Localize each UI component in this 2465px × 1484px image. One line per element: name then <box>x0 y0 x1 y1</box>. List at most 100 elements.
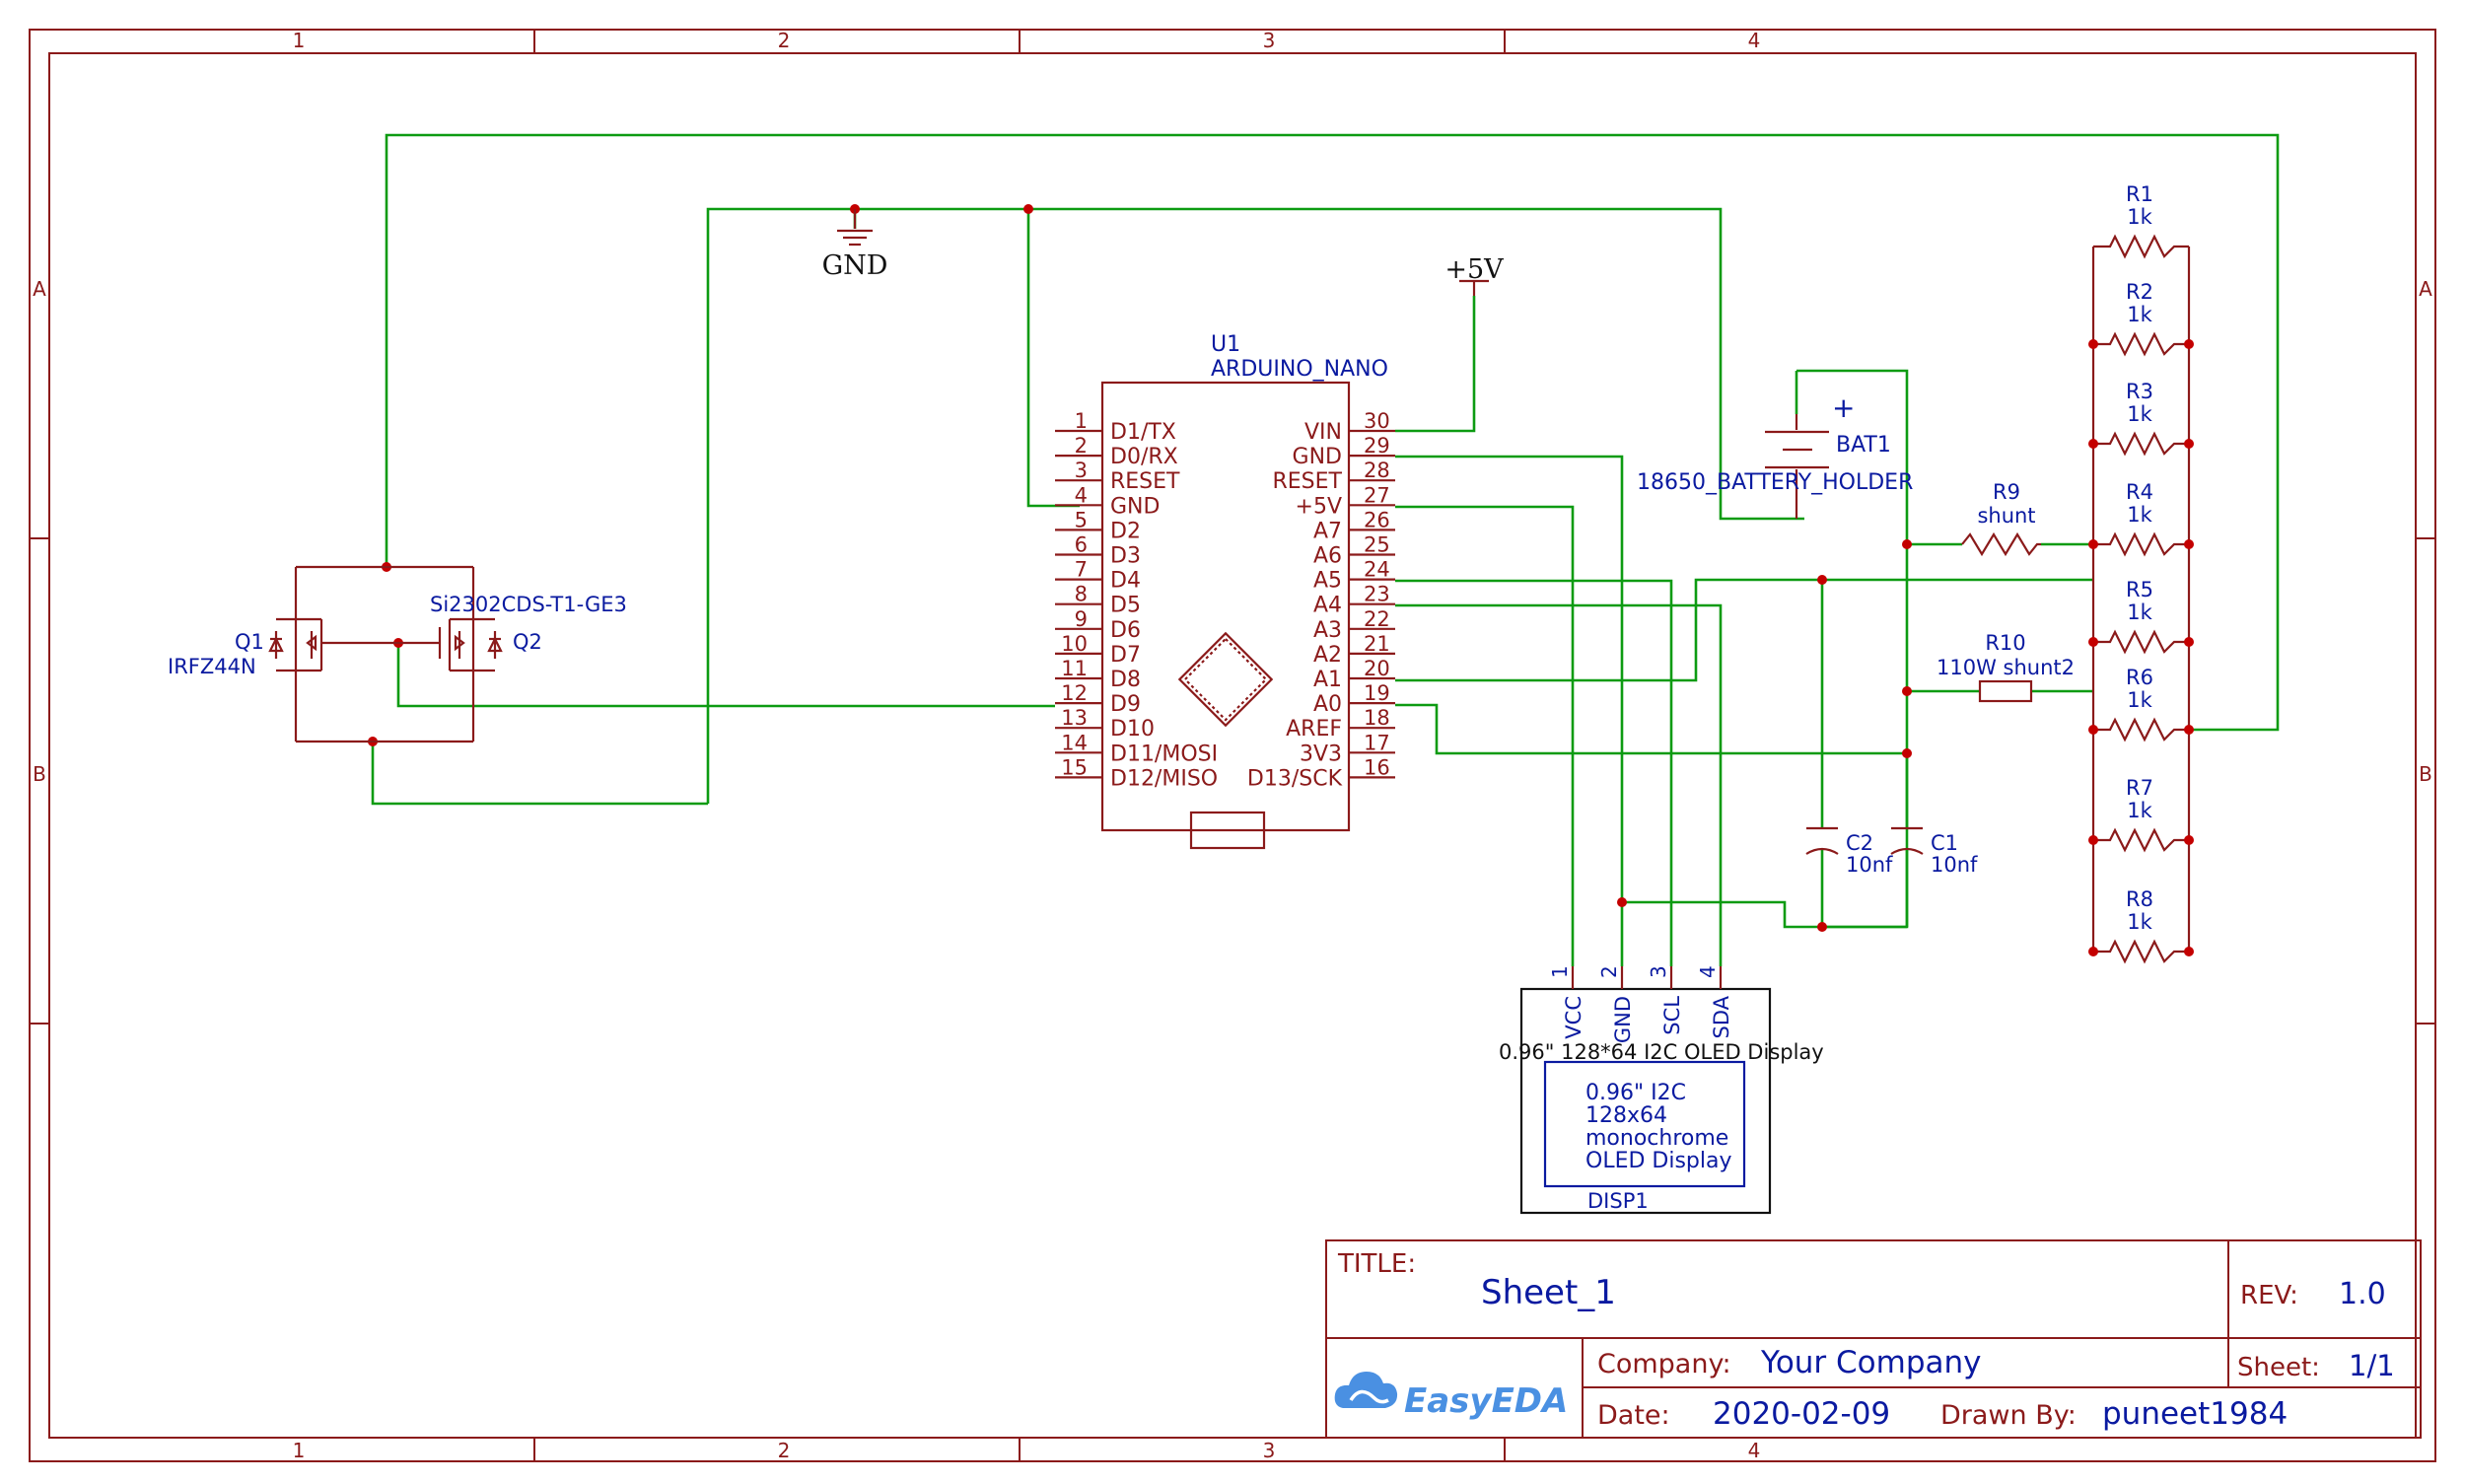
u1-name: ARDUINO_NANO <box>1211 357 1388 382</box>
arduino-pin-name: +5V <box>1296 494 1342 519</box>
drawn-by-label: Drawn By: <box>1940 1400 2077 1431</box>
arduino-pin-name: AREF <box>1286 717 1342 742</box>
easyeda-logo: EasyEDA <box>1334 1372 1568 1421</box>
resistor-ref: R1 <box>2126 182 2153 206</box>
frame-col-label: 4 <box>1748 1439 1761 1462</box>
c2-value: 10nf <box>1846 853 1893 877</box>
c1-ref: C1 <box>1931 831 1958 855</box>
arduino-pin-number: 8 <box>1075 583 1088 606</box>
resistor-value: 1k <box>2127 205 2152 229</box>
arduino-pin-number: 22 <box>1364 607 1390 631</box>
display-screen-line: 0.96" I2C <box>1585 1081 1686 1105</box>
resistor-value: 1k <box>2127 303 2152 326</box>
arduino-pin-number: 10 <box>1061 632 1088 656</box>
q2-part: Si2302CDS-T1-GE3 <box>430 593 627 616</box>
display-pin-number: 1 <box>1548 965 1572 978</box>
resistor-ref: R3 <box>2126 380 2153 403</box>
arduino-pin-name: D9 <box>1110 692 1141 717</box>
arduino-pin-number: 14 <box>1061 731 1088 754</box>
junction-dot <box>2088 439 2098 449</box>
display-pin-name: GND <box>1611 996 1635 1043</box>
resistor-r8 <box>2093 939 2189 964</box>
arduino-pin-number: 16 <box>1364 755 1390 779</box>
battery-ref: BAT1 <box>1836 433 1891 458</box>
resistor-r4 <box>2093 531 2189 557</box>
arduino-pin-number: 6 <box>1075 533 1088 557</box>
drawn-by-value: puneet1984 <box>2102 1396 2288 1432</box>
junction-dot <box>2088 637 2098 647</box>
arduino-pin-name: D5 <box>1110 594 1141 618</box>
frame-row-label: A <box>2419 277 2432 301</box>
resistor-value: 1k <box>2127 688 2152 712</box>
arduino-pin-name: A3 <box>1313 618 1342 643</box>
arduino-pin-number: 20 <box>1364 657 1390 680</box>
junction-dot <box>2184 835 2194 845</box>
arduino-pin-name: D8 <box>1110 668 1141 692</box>
frame-row-label: B <box>33 762 46 786</box>
c1-value: 10nf <box>1931 853 1978 877</box>
arduino-pin-name: D4 <box>1110 569 1141 594</box>
frame-row-label: A <box>33 277 46 301</box>
title-block: TITLE: Sheet_1 REV: 1.0 Company: Your Co… <box>1325 1239 2422 1439</box>
junction-dot <box>2088 539 2098 549</box>
arduino-pin-name: GND <box>1110 494 1160 519</box>
junction-dot <box>2088 339 2098 349</box>
mosfet-q1: Q1 IRFZ44N <box>168 565 475 743</box>
arduino-pin-name: A6 <box>1313 544 1342 569</box>
resistor-r2 <box>2093 331 2189 357</box>
display-pin-name: SDA <box>1710 995 1733 1038</box>
display-pin-name: SCL <box>1660 996 1684 1035</box>
resistor-ref: R4 <box>2126 480 2153 504</box>
rev-label: REV: <box>2240 1281 2298 1310</box>
arduino-pin-name: VIN <box>1304 420 1342 445</box>
u1-ref: U1 <box>1211 332 1240 357</box>
arduino-pin-number: 21 <box>1364 632 1390 656</box>
oled-display: 0.96" 128*64 I2C OLED Display DISP1 0.96… <box>1499 965 1824 1215</box>
resistor-ref: R7 <box>2126 776 2153 800</box>
company-label: Company: <box>1597 1349 1731 1379</box>
arduino-pin-number: 18 <box>1364 706 1390 730</box>
arduino-pin-number: 30 <box>1364 409 1390 433</box>
r10-ref: R10 <box>1985 631 2025 655</box>
arduino-pin-number: 23 <box>1364 583 1390 606</box>
arduino-pin-number: 1 <box>1075 409 1088 433</box>
arduino-pin-number: 3 <box>1075 459 1088 482</box>
junction-dot <box>2088 947 2098 956</box>
junction-dot <box>2184 439 2194 449</box>
junction-dot <box>2184 339 2194 349</box>
display-ref: DISP1 <box>1587 1189 1649 1213</box>
arduino-pin-name: A0 <box>1313 692 1342 717</box>
r9-ref: R9 <box>1993 480 2020 504</box>
arduino-pin-name: D3 <box>1110 544 1141 569</box>
arduino-pin-number: 13 <box>1061 706 1088 730</box>
arduino-pin-name: GND <box>1293 445 1342 469</box>
frame-col-label: 1 <box>293 29 306 52</box>
resistor-ref: R2 <box>2126 280 2153 304</box>
logo-text: EasyEDA <box>1404 1381 1568 1421</box>
arduino-pin-number: 17 <box>1364 731 1390 754</box>
arduino-pin-name: D1/TX <box>1110 420 1176 445</box>
display-screen-line: monochrome <box>1585 1126 1728 1151</box>
drawing-frame: 1 2 3 4 1 2 3 4 A B A B <box>29 29 2436 1462</box>
resistor-value: 1k <box>2127 402 2152 426</box>
junctions <box>368 204 1912 932</box>
junction-dot <box>2088 835 2098 845</box>
arduino-pin-name: A4 <box>1313 594 1342 618</box>
battery-plus: + <box>1832 391 1855 424</box>
arduino-pin-name: 3V3 <box>1300 742 1342 766</box>
vcc-label: +5V <box>1444 254 1504 285</box>
arduino-pin-number: 11 <box>1061 657 1088 680</box>
display-pin-number: 3 <box>1647 965 1670 978</box>
date-value: 2020-02-09 <box>1713 1396 1890 1432</box>
resistor-r10: R10 110W shunt2 <box>1937 631 2075 703</box>
frame-col-label: 2 <box>778 1439 791 1462</box>
arduino-pin-number: 29 <box>1364 434 1390 458</box>
arduino-pin-number: 25 <box>1364 533 1390 557</box>
arduino-pin-number: 2 <box>1075 434 1088 458</box>
display-pin-name: VCC <box>1562 996 1585 1039</box>
display-screen-line: 128x64 <box>1585 1103 1667 1128</box>
